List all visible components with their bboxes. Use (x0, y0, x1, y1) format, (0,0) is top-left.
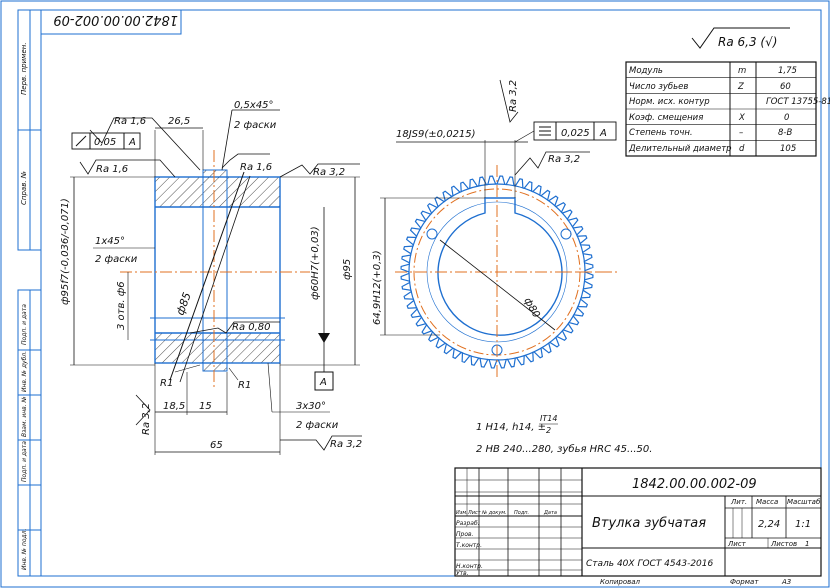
ra-3-2-top: Ra 3,2 (508, 80, 519, 112)
ra-3-2-key: Ra 3,2 (548, 154, 580, 165)
side-label-sprav: Справ. № (20, 171, 28, 205)
chamfer-left-note: 2 фаски (95, 254, 138, 265)
param-name: Норм. исх. контур (629, 97, 710, 107)
r1-left: R1 (160, 378, 173, 389)
sheets-label: Листов (770, 540, 797, 548)
footer-copied: Копировал (600, 578, 641, 586)
side-label-podp1: Подп. и дата (21, 304, 28, 345)
keyway-label: 18JS9(±0,0215) (396, 129, 476, 140)
role-utv: Утв. (456, 570, 469, 577)
sheet-label: Лист (727, 540, 747, 548)
note-1-frac-top: IT14 (540, 414, 557, 423)
param-name: Коэф. смещения (629, 113, 703, 123)
holes-label: 3 отв. ф6 (116, 281, 127, 330)
param-value: 0 (784, 113, 789, 123)
col-data: Дата (543, 510, 557, 516)
role-tkontr: Т.контр. (456, 542, 482, 549)
col-podp: Подп. (514, 510, 529, 516)
lit-label: Лит. (730, 498, 747, 506)
sheets-value: 1 (805, 540, 809, 548)
title-material: Сталь 40Х ГОСТ 4543-2016 (586, 559, 714, 569)
dia-80-label: ф80 (521, 296, 541, 320)
param-symbol: m (738, 66, 746, 76)
sym-tol-value: 0,025 (561, 128, 590, 139)
side-strip: Перв. примен. Справ. № Подп. и дата Инв.… (17, 9, 42, 577)
chamfer-top: 0,5х45° (234, 100, 274, 111)
dim-65: 65 (210, 440, 223, 451)
dim-15: 15 (199, 401, 212, 412)
chamfer-top-note: 2 фаски (234, 120, 277, 131)
title-part-name: Втулка зубчатая (592, 516, 706, 531)
ra-1-6-top: Ra 1,6 (114, 116, 146, 127)
note-1-frac-bottom: 2 (546, 426, 551, 435)
param-value: 60 (780, 82, 791, 92)
section-view: ф85 ф95f7(-0,036/-0,071) 3 отв. ф6 ф60H7… (60, 100, 362, 455)
chamfer-bottom-note: 2 фаски (296, 420, 339, 431)
side-label-inv-podl: Инв. № подл. (21, 529, 28, 570)
footer: Копировал Формат A3 (600, 578, 791, 586)
side-label-podp2: Подп. и дата (21, 441, 28, 482)
param-value: 1,75 (778, 66, 797, 76)
mass-label: Масса (756, 498, 778, 506)
param-symbol: Z (737, 82, 744, 92)
rotated-drawing-number: 1842.00.00.002-09 (53, 12, 178, 27)
footer-format: Формат (730, 578, 759, 586)
param-symbol: X (738, 113, 745, 123)
title-drawing-number: 1842.00.00.002-09 (632, 477, 757, 492)
tol-datum: A (128, 137, 136, 148)
side-label-perv: Перв. примен. (20, 42, 28, 95)
rotated-number-box: 1842.00.00.002-09 (40, 9, 182, 35)
param-value: 105 (780, 144, 796, 154)
param-name: Модуль (629, 66, 663, 76)
role-prov: Пров. (456, 531, 474, 538)
col-ndok: № докум. (481, 510, 507, 516)
col-list: Лист (467, 510, 482, 516)
param-value: 8-В (778, 128, 792, 138)
ra-3-2-bottom: Ra 3,2 (141, 403, 152, 435)
mass-value: 2,24 (758, 519, 780, 530)
ra-1-6-left: Ra 1,6 (96, 164, 128, 175)
role-nkontr: Н.контр. (456, 563, 483, 570)
ra-3-2-right: Ra 3,2 (313, 167, 345, 178)
side-label-inv-dubl: Инв. № дубл. (21, 351, 28, 392)
notes: 1 H14, h14, ± IT14 2 2 HB 240...280, зуб… (476, 414, 652, 455)
dia-85-label: ф85 (174, 291, 194, 317)
sym-tol-datum: A (599, 128, 607, 139)
dia-95f7-label: ф95f7(-0,036/-0,071) (60, 198, 71, 305)
dim-18-5: 18,5 (163, 401, 185, 412)
param-name: Делительный диаметр (628, 144, 732, 154)
gear-params-table: Модуль m 1,75 Число зубьев Z 60 Норм. ис… (625, 61, 830, 157)
dia-95-label: ф95 (342, 259, 353, 280)
datum-a-label: A (319, 377, 327, 388)
note-1: 1 H14, h14, ± (476, 422, 546, 433)
side-label-vzam: Взам. инв. № (21, 396, 28, 437)
front-view: ф80 64,9H12(+0,3) 18JS9(±0,0215) Ra 3,2 … (372, 80, 620, 378)
footer-format-value: A3 (781, 578, 791, 586)
ra-0-80: Ra 0,80 (232, 322, 271, 333)
col-izm: Изм. (456, 510, 468, 516)
param-value: ГОСТ 13755-81 (766, 97, 830, 107)
default-roughness: Ra 6,3 (√) (691, 27, 790, 49)
tol-value: 0,05 (94, 137, 116, 148)
chamfer-bottom: 3х30° (296, 401, 326, 412)
role-razrab: Разраб. (456, 520, 480, 527)
param-name: Число зубьев (629, 82, 688, 92)
dia-60h7-label: ф60H7(+0,03) (310, 226, 321, 300)
ra-1-6-inner: Ra 1,6 (240, 162, 272, 173)
dim-26-5: 26,5 (168, 116, 190, 127)
chamfer-left: 1х45° (95, 236, 125, 247)
ra-3-2-bottom-right: Ra 3,2 (330, 439, 362, 450)
scale-label: Масштаб (787, 498, 821, 506)
r1-right: R1 (238, 380, 251, 391)
param-symbol: d (739, 144, 745, 154)
keyway-depth-label: 64,9H12(+0,3) (372, 250, 383, 325)
title-block: 1842.00.00.002-09 Втулка зубчатая Сталь … (454, 467, 822, 577)
scale-value: 1:1 (795, 519, 811, 530)
note-2: 2 HB 240...280, зубья HRC 45...50. (476, 443, 652, 455)
param-symbol: – (739, 128, 743, 138)
default-roughness-text: Ra 6,3 (√) (718, 35, 777, 49)
param-name: Степень точн. (629, 128, 693, 138)
